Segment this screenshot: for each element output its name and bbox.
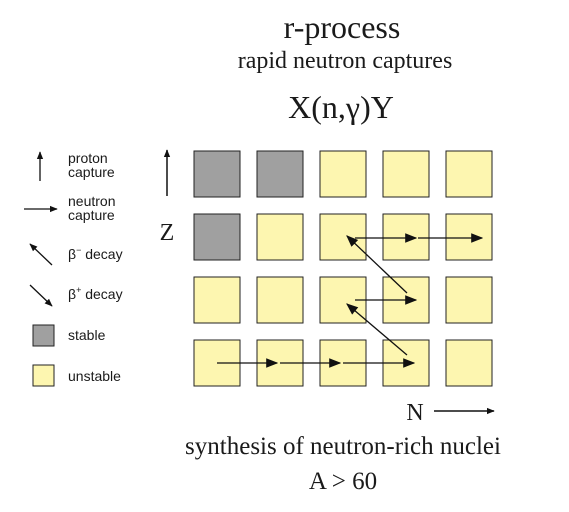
footer-line-2: A > 60 [309,468,377,495]
legend-beta-plus-label: β+ decay [68,285,123,302]
nuclide-cell-unstable [319,150,367,198]
nuclide-cell-unstable [256,213,304,261]
diagram-subtitle: rapid neutron captures [238,48,453,74]
legend-unstable-swatch [32,364,55,387]
reaction-formula: X(n,γ)Y [288,89,394,125]
nuclide-cell-unstable [382,150,430,198]
legend-stable-label: stable [68,327,106,343]
beta-plus-decay-arrow-icon [29,284,53,307]
legend-neutron-label-line2: capture [68,207,115,223]
nuclide-cell-unstable [445,276,493,324]
nuclide-grid [193,150,493,387]
nuclide-cell-unstable [256,276,304,324]
legend-neutron-label-line1: neutron [68,193,115,209]
legend: proton capture neutron capture β− decay … [24,150,123,387]
nuclide-cell-stable [193,213,241,261]
nuclide-cell-unstable [193,276,241,324]
nuclide-cell-stable [193,150,241,198]
beta-minus-path-arrow [346,235,408,294]
legend-stable-swatch [32,324,55,347]
legend-unstable-label: unstable [68,368,121,384]
diagram-title: r-process [284,9,401,45]
beta-minus-decay-arrow-icon [29,243,53,266]
pathway-arrows [217,233,484,368]
legend-proton-label-line1: proton [68,150,108,166]
footer-line-1: synthesis of neutron-rich nuclei [185,433,501,460]
legend-proton-label-line2: capture [68,164,115,180]
nuclide-cell-unstable [445,213,493,261]
legend-beta-minus-label: β− decay [68,245,123,262]
nuclide-cell-unstable [445,150,493,198]
z-axis-label: Z [160,220,175,246]
nuclide-cell-unstable [382,213,430,261]
nuclide-cell-stable [256,150,304,198]
n-axis-label: N [406,400,423,426]
nuclide-cell-unstable [445,339,493,387]
nuclide-cell-unstable [319,213,367,261]
beta-minus-path-arrow [346,303,408,356]
